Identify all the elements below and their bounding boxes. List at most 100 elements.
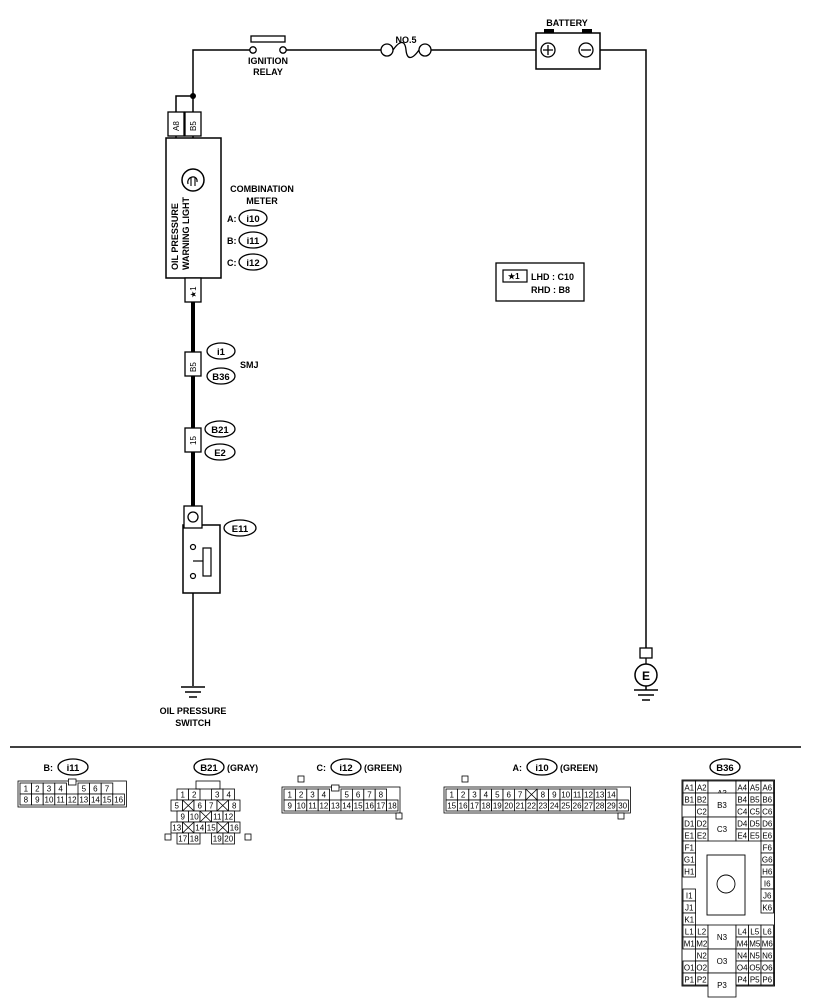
- pin-cell: 7: [100, 782, 114, 795]
- pin-cell: 7: [514, 788, 527, 801]
- svg-text:19: 19: [213, 835, 222, 844]
- pin-cell: 12: [317, 799, 331, 812]
- oil-pressure-switch: E11 OIL PRESSURE SWITCH: [160, 505, 257, 728]
- pin-cell: 30: [616, 799, 629, 812]
- svg-text:E2: E2: [697, 832, 707, 841]
- pin-cell: O1: [682, 960, 696, 974]
- svg-text:6: 6: [198, 802, 203, 811]
- svg-text:11: 11: [573, 791, 582, 800]
- pin-cell: 4: [54, 782, 67, 795]
- pin-cell: F1: [682, 840, 696, 854]
- svg-text:H1: H1: [684, 868, 695, 877]
- svg-text:P4: P4: [737, 976, 747, 985]
- pin-cell: 21: [514, 799, 527, 812]
- svg-text:O5: O5: [749, 964, 760, 973]
- meter-connector-prefix: A:: [227, 214, 237, 224]
- pin-cell: 16: [363, 799, 376, 812]
- svg-text:A6: A6: [762, 784, 772, 793]
- svg-text:D1: D1: [684, 820, 695, 829]
- pin-cell: 1: [176, 788, 189, 801]
- pin-cell: 17: [176, 832, 189, 845]
- pin-cell: 8: [19, 793, 33, 806]
- pin-cell: 24: [548, 799, 561, 812]
- svg-text:E5: E5: [750, 832, 760, 841]
- svg-text:21: 21: [516, 802, 525, 811]
- pin-cell: 14: [605, 788, 618, 801]
- svg-text:H6: H6: [762, 868, 773, 877]
- smj-connector-i1: i1: [217, 347, 226, 358]
- battery-label: BATTERY: [546, 18, 588, 28]
- pin-cell: D2: [695, 816, 709, 830]
- pin-cell: P1: [682, 972, 696, 986]
- svg-text:28: 28: [595, 802, 604, 811]
- pin-cell: N6: [760, 948, 774, 962]
- pin-cell: 28: [593, 799, 607, 812]
- pin-star1-label: ★1: [189, 286, 198, 298]
- svg-text:13: 13: [172, 824, 181, 833]
- svg-text:2: 2: [461, 791, 466, 800]
- pin-b5-top-label: B5: [189, 121, 198, 131]
- pin-cell: I6: [760, 876, 774, 890]
- ground-e: E: [634, 647, 658, 701]
- pin-cell: M5: [748, 936, 762, 950]
- pin-cell: L2: [695, 924, 709, 938]
- svg-text:10: 10: [45, 796, 54, 805]
- pin-cell: A4: [735, 780, 749, 794]
- smj-label: SMJ: [240, 360, 259, 370]
- svg-text:14: 14: [91, 796, 100, 805]
- connector-id: B21: [200, 763, 218, 774]
- note-rhd: RHD : B8: [531, 285, 570, 295]
- pin-cell: 7: [205, 799, 218, 812]
- svg-text:2: 2: [35, 785, 40, 794]
- svg-text:4: 4: [484, 791, 489, 800]
- smj-junction: B5 i1 B36 SMJ: [184, 342, 259, 385]
- pin-cell: 2: [31, 782, 44, 795]
- pin-cell: 27: [582, 799, 595, 812]
- pin-cell: 10: [294, 799, 308, 812]
- svg-text:16: 16: [459, 802, 468, 811]
- svg-text:12: 12: [584, 791, 593, 800]
- svg-text:8: 8: [379, 791, 384, 800]
- svg-text:L2: L2: [697, 928, 706, 937]
- pin-cell: C2: [695, 804, 709, 818]
- pin-cell: 17: [468, 799, 481, 812]
- meter-connector-prefix: B:: [227, 236, 237, 246]
- connector-id: i12: [339, 763, 352, 774]
- pin-cell: J6: [760, 888, 774, 902]
- pin-cell: D6: [760, 816, 774, 830]
- mid-connector-b21: B21: [211, 425, 229, 436]
- smj-connector-b36: B36: [212, 372, 229, 383]
- svg-text:30: 30: [618, 802, 627, 811]
- pin-cell: 10: [42, 793, 56, 806]
- pin-a8-label: A8: [172, 121, 181, 131]
- svg-text:L6: L6: [763, 928, 772, 937]
- svg-text:4: 4: [227, 791, 232, 800]
- warning-light-bulb: [181, 168, 205, 192]
- svg-text:G6: G6: [762, 856, 773, 865]
- pin-cell: 18: [386, 799, 399, 812]
- ground-e-label: E: [642, 669, 650, 683]
- note-star: ★1: [508, 272, 520, 281]
- pin-cell: 12: [582, 788, 595, 801]
- connector-id: B36: [716, 763, 733, 774]
- svg-text:7: 7: [209, 802, 214, 811]
- svg-text:B2: B2: [697, 796, 707, 805]
- svg-text:B4: B4: [737, 796, 747, 805]
- pin-cell: 5: [170, 799, 183, 812]
- svg-text:9: 9: [181, 813, 186, 822]
- svg-text:N2: N2: [697, 952, 708, 961]
- pin-cell: 6: [502, 788, 515, 801]
- pin-cell: [216, 821, 229, 834]
- pin-cell: 14: [89, 793, 102, 806]
- svg-text:N4: N4: [737, 952, 748, 961]
- svg-text:7: 7: [518, 791, 523, 800]
- svg-text:E1: E1: [684, 832, 694, 841]
- pin-b5-top: B5: [184, 111, 202, 137]
- pin-cell: A2: [695, 780, 709, 794]
- svg-text:8: 8: [541, 791, 546, 800]
- mid-pin-label: 15: [189, 436, 198, 445]
- meter-connector-i11: B:i11: [227, 231, 268, 249]
